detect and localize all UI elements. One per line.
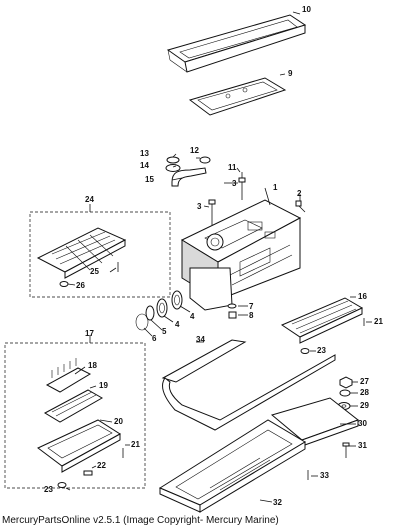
leader-lines: [65, 11, 372, 503]
callout-15: 15: [145, 175, 154, 184]
callout-7: 7: [249, 302, 254, 311]
part-31-bolt[interactable]: [342, 442, 350, 458]
callout-28: 28: [360, 388, 369, 397]
part-28-washer[interactable]: [339, 389, 351, 397]
part-30-plate[interactable]: [270, 397, 360, 447]
callout-11: 11: [228, 163, 237, 172]
callout-25: 25: [90, 267, 99, 276]
callout-21-left: 21: [131, 440, 140, 449]
callout-13: 13: [140, 149, 149, 158]
part-8-nut[interactable]: [228, 311, 237, 319]
part-4-seals[interactable]: [156, 290, 183, 318]
part-23-washer-left[interactable]: [57, 482, 67, 488]
callout-2: 2: [297, 189, 302, 198]
callout-24: 24: [85, 195, 94, 204]
callout-6: 6: [152, 334, 157, 343]
part-6-ring[interactable]: [135, 313, 149, 331]
part-7-washer[interactable]: [227, 303, 237, 309]
callout-17: 17: [85, 329, 94, 338]
part-1-main-housing[interactable]: [180, 199, 302, 311]
part-24-grille[interactable]: [36, 227, 127, 279]
callout-8: 8: [249, 311, 254, 320]
part-34-seal-strip[interactable]: [161, 339, 336, 431]
callout-5: 5: [162, 327, 167, 336]
callout-3-top: 3: [232, 179, 237, 188]
callout-29: 29: [360, 401, 369, 410]
callout-22: 22: [97, 461, 106, 470]
callout-18: 18: [88, 361, 97, 370]
callout-32: 32: [273, 498, 282, 507]
part-19-grille[interactable]: [43, 389, 104, 423]
callout-34: 34: [196, 335, 205, 344]
part-24-group-box: [29, 211, 171, 298]
part-27-nut[interactable]: [339, 376, 353, 389]
part-2-screw[interactable]: [295, 200, 306, 213]
callout-14: 14: [140, 161, 149, 170]
part-5-ring[interactable]: [145, 305, 155, 321]
callout-4-right: 4: [190, 312, 195, 321]
part-32-bottom-tray[interactable]: [158, 419, 306, 513]
copyright-caption: MercuryPartsOnline v2.5.1 (Image Copyrig…: [2, 515, 279, 526]
callout-4: 4: [175, 320, 180, 329]
callout-23-right: 23: [317, 346, 326, 355]
callout-27: 27: [360, 377, 369, 386]
part-26-washer[interactable]: [59, 281, 69, 287]
callout-3: 3: [197, 202, 202, 211]
part-23-washer-right[interactable]: [300, 348, 310, 354]
callout-30: 30: [358, 419, 367, 428]
callout-9: 9: [288, 69, 293, 78]
callout-26: 26: [76, 281, 85, 290]
callout-20: 20: [114, 417, 123, 426]
part-17-group-box: [4, 342, 146, 489]
callout-12: 12: [190, 146, 199, 155]
callout-31: 31: [358, 441, 367, 450]
part-22-clip[interactable]: [83, 470, 93, 476]
callout-23-left: 23: [44, 485, 53, 494]
part-9-gasket[interactable]: [188, 77, 287, 116]
part-12-15-tube-seals[interactable]: [165, 156, 211, 187]
callout-16: 16: [358, 292, 367, 301]
part-20-frame[interactable]: [37, 419, 121, 473]
callout-1: 1: [273, 183, 278, 192]
part-11-bolt[interactable]: [238, 172, 246, 200]
callout-10: 10: [302, 5, 311, 14]
part-18-latch-assembly[interactable]: [45, 358, 92, 393]
callout-33: 33: [320, 471, 329, 480]
part-10-top-frame[interactable]: [166, 14, 307, 73]
callout-19: 19: [99, 381, 108, 390]
part-16-grille[interactable]: [280, 297, 364, 344]
callout-21-right: 21: [374, 317, 383, 326]
part-3-bolt[interactable]: [208, 199, 216, 225]
